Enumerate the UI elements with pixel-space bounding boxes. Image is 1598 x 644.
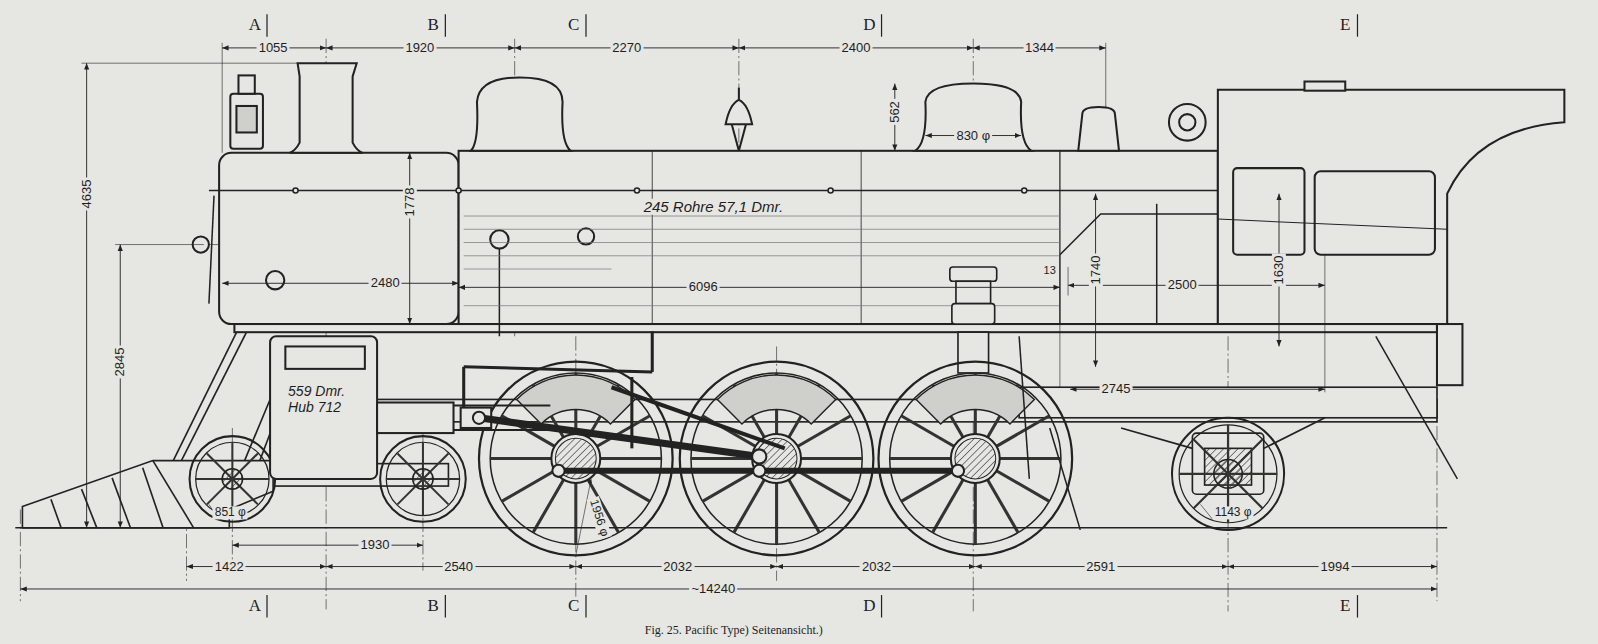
section-letter: C <box>566 597 581 616</box>
dimension-label: 1920 <box>403 41 436 55</box>
dimension-label: 1143 φ <box>1213 506 1254 519</box>
section-letter: D <box>861 16 877 35</box>
dimension-label: 2270 <box>610 41 643 55</box>
section-letter: D <box>861 597 877 616</box>
dimension-label: ~14240 <box>690 582 738 596</box>
dimension-label: 2032 <box>860 559 893 573</box>
dimension-label: 1740 <box>1088 254 1102 287</box>
dimension-label: 2745 <box>1099 382 1132 396</box>
cylinder-note: 559 Dmr. Hub 712 <box>286 384 362 415</box>
dimension-label: 2845 <box>113 345 127 378</box>
dimension-label: 1422 <box>213 559 246 573</box>
section-letter: E <box>1338 16 1352 35</box>
section-letter: B <box>425 597 440 616</box>
dimension-label: 2400 <box>840 41 873 55</box>
dimension-label: 2480 <box>369 276 402 290</box>
dimension-label: 13 <box>1042 264 1058 276</box>
dimension-label: 2540 <box>442 559 475 573</box>
dimension-label: 6096 <box>687 280 720 294</box>
dimension-label: 1930 <box>359 538 392 552</box>
figure-caption: Fig. 25. Pacific Type) Seitenansicht.) <box>643 624 825 637</box>
dimension-label: 2032 <box>661 559 694 573</box>
section-letter: A <box>247 597 263 616</box>
tube-note: 245 Rohre 57,1 Dmr. <box>642 199 786 216</box>
dimension-label: 562 <box>888 99 902 125</box>
dimension-label: 1956 φ <box>587 496 612 540</box>
dimension-label: 2591 <box>1084 559 1117 573</box>
section-letter: E <box>1338 597 1352 616</box>
section-letter: A <box>247 16 263 35</box>
dimension-label: 830 φ <box>954 128 992 142</box>
dimension-label: 4635 <box>79 177 93 210</box>
dimension-label: 1778 <box>403 185 417 218</box>
dimension-label: 1630 <box>1272 254 1286 287</box>
dimension-label: 1994 <box>1319 559 1352 573</box>
section-letter: B <box>425 16 440 35</box>
dimension-label: 1344 <box>1023 41 1056 55</box>
dimension-label: 2500 <box>1166 278 1199 292</box>
dimension-label: 1055 <box>257 41 290 55</box>
dimension-label: 851 φ <box>213 506 248 519</box>
section-letter: C <box>566 16 581 35</box>
